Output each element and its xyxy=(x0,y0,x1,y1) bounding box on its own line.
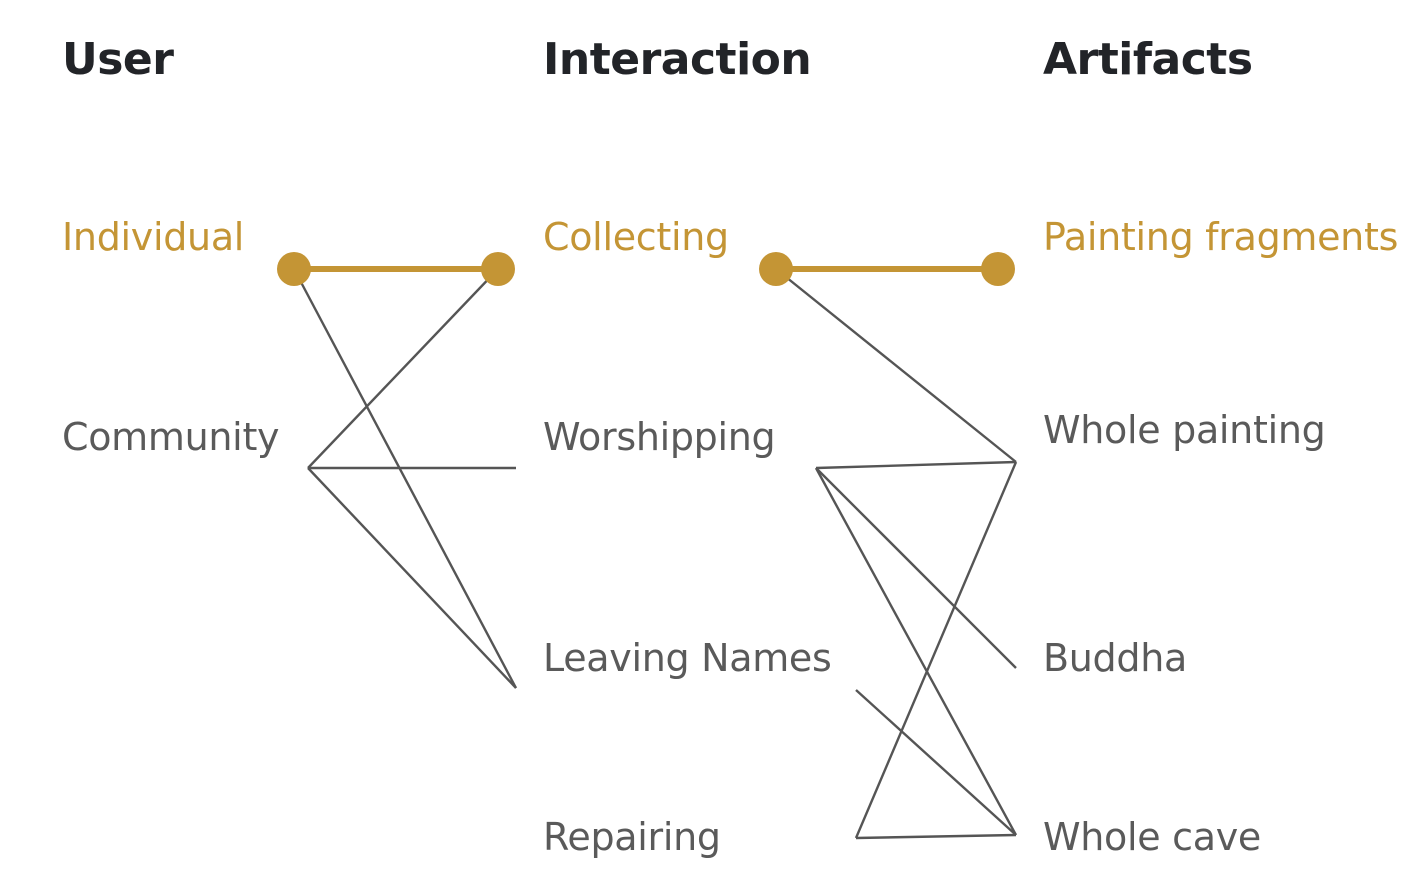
link-collecting-to-whole-painting xyxy=(775,268,1017,463)
link-community-to-collecting xyxy=(307,268,499,469)
link-worshipping-to-whole-cave xyxy=(814,467,1018,836)
node-whole-cave: Whole cave xyxy=(1043,815,1261,859)
link-leaving-names-to-whole-cave xyxy=(855,689,1017,836)
node-individual: Individual xyxy=(62,215,245,259)
column-header-interaction: Interaction xyxy=(543,34,812,85)
column-header-user: User xyxy=(62,34,174,85)
link-repairing-to-whole-cave xyxy=(855,833,1017,840)
link-repairing-to-whole-painting xyxy=(854,461,1018,839)
node-worshipping: Worshipping xyxy=(543,415,776,459)
link-worshipping-to-buddha xyxy=(815,467,1017,669)
link-community-to-leaving-names xyxy=(307,467,517,689)
link-endpoint-painting-fragments xyxy=(981,252,1015,286)
link-endpoint-individual xyxy=(277,252,311,286)
node-community: Community xyxy=(62,415,280,459)
link-endpoint-collecting xyxy=(759,252,793,286)
node-painting-fragments: Painting fragments xyxy=(1043,215,1399,259)
link-worshipping-to-whole-painting xyxy=(815,460,1017,470)
node-buddha: Buddha xyxy=(1043,636,1187,680)
node-leaving-names: Leaving Names xyxy=(543,636,832,680)
link-individual-to-leaving-names xyxy=(292,268,518,689)
node-whole-painting: Whole painting xyxy=(1043,408,1326,452)
node-repairing: Repairing xyxy=(543,815,721,859)
node-collecting: Collecting xyxy=(543,215,729,259)
column-header-artifacts: Artifacts xyxy=(1043,34,1253,85)
link-endpoint-collecting xyxy=(481,252,515,286)
